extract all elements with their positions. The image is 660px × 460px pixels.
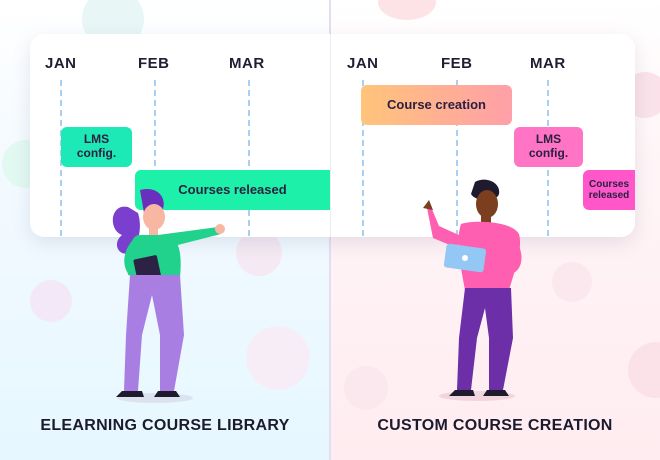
decor-bubble <box>628 342 660 398</box>
man-presenter-illustration <box>423 179 522 401</box>
left-month-feb: FEB <box>138 55 170 72</box>
timeline-card-split <box>330 34 331 237</box>
woman-presenter-illustration <box>112 188 225 403</box>
decor-bubble <box>344 366 388 410</box>
decor-bubble <box>236 230 282 276</box>
right-month-feb: FEB <box>441 55 473 72</box>
left-month-jan: JAN <box>45 55 77 72</box>
left-bar-courses-released: Courses released <box>135 170 330 210</box>
decor-bubble <box>552 262 592 302</box>
left-month-mar: MAR <box>229 55 265 72</box>
right-bar-courses-released: Courses released <box>583 170 635 210</box>
left-caption: ELEARNING COURSE LIBRARY <box>40 417 290 434</box>
right-gridline-feb <box>456 80 458 236</box>
right-month-mar: MAR <box>530 55 566 72</box>
decor-bubble <box>30 280 72 322</box>
left-bar-lms-config: LMS config. <box>61 127 132 167</box>
right-month-jan: JAN <box>347 55 379 72</box>
decor-bubble <box>246 326 310 390</box>
right-bar-lms-config: LMS config. <box>514 127 583 167</box>
left-gridline-feb <box>154 80 156 236</box>
decor-bubble <box>378 0 436 20</box>
right-caption: CUSTOM COURSE CREATION <box>377 417 613 434</box>
right-gridline-jan <box>362 80 364 236</box>
left-gridline-mar <box>248 80 250 236</box>
right-bar-course-creation: Course creation <box>361 85 512 125</box>
